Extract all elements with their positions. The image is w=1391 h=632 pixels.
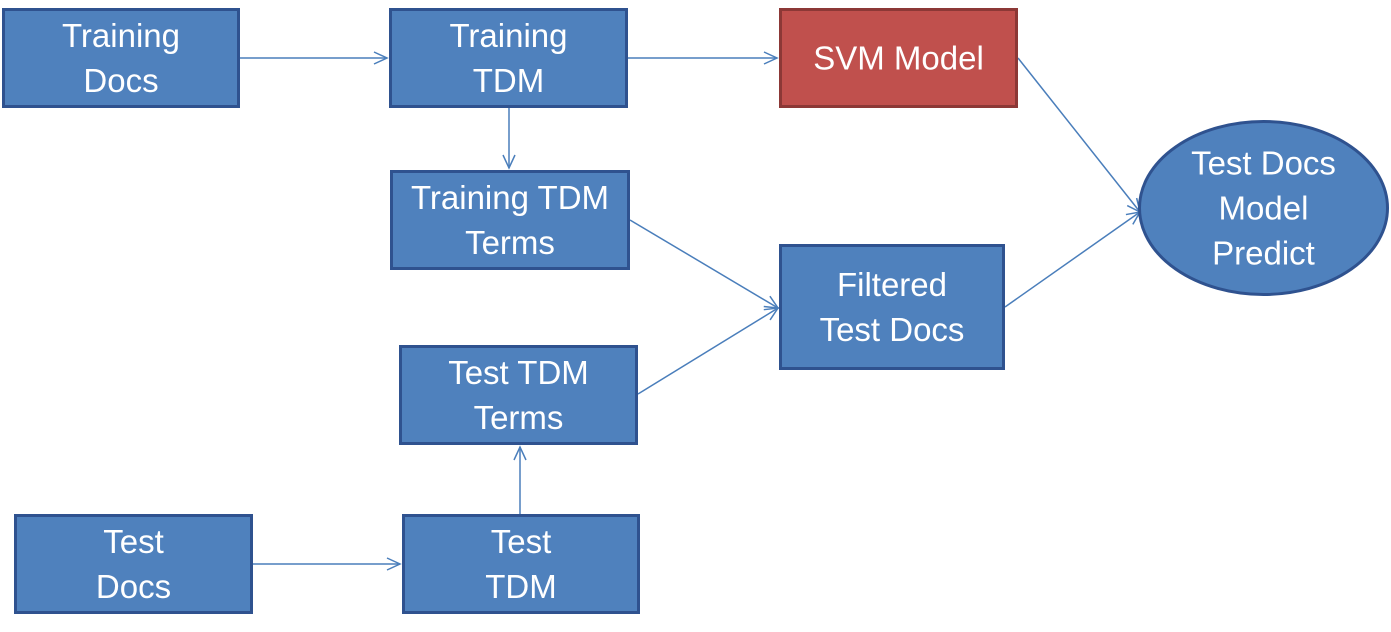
node-shape-rect [779, 244, 1005, 370]
node-shape-rect [389, 8, 628, 108]
arrow-test-tdm-terms-to-filtered-test-docs [637, 307, 780, 395]
node-label-line: Predict [1212, 235, 1315, 272]
node-shape-rect [14, 514, 253, 614]
node-label-line: Training TDM [411, 179, 609, 216]
node-label-line: Test [491, 523, 552, 560]
arrow-svm-model-to-test-docs-model-predict [1017, 57, 1142, 214]
node-label-line: Filtered [837, 266, 947, 303]
node-label-line: Terms [474, 399, 564, 436]
node-label-line: TDM [473, 62, 544, 99]
node-shape-rect [779, 8, 1018, 108]
node-shape-rect [402, 514, 640, 614]
node-svm-model: SVM Model [779, 8, 1018, 108]
arrow-training-tdm-terms-to-filtered-test-docs [629, 219, 780, 309]
node-label-line: Test [103, 523, 164, 560]
node-label-line: Test TDM [448, 354, 589, 391]
node-label-line: Model [1219, 190, 1309, 227]
node-training-tdm-terms: Training TDM Terms [390, 170, 630, 270]
node-label-line: TDM [485, 568, 556, 605]
node-label-line: Test Docs [820, 311, 965, 348]
node-label-line: Docs [83, 62, 158, 99]
node-label-line: Terms [465, 224, 555, 261]
node-label-line: Training [450, 17, 568, 54]
node-label-line: Test Docs [1191, 145, 1336, 182]
edges-layer [240, 51, 1142, 571]
node-test-tdm-terms: Test TDM Terms [399, 345, 638, 445]
node-label-line: SVM Model [813, 40, 984, 77]
node-shape-rect [399, 345, 638, 445]
node-label-line: Docs [96, 568, 171, 605]
node-shape-rect [2, 8, 240, 108]
node-shape-ellipse [1138, 120, 1389, 296]
node-shape-rect [390, 170, 630, 270]
node-label-line: Training [62, 17, 180, 54]
arrow-filtered-test-docs-to-test-docs-model-predict [1004, 210, 1142, 308]
